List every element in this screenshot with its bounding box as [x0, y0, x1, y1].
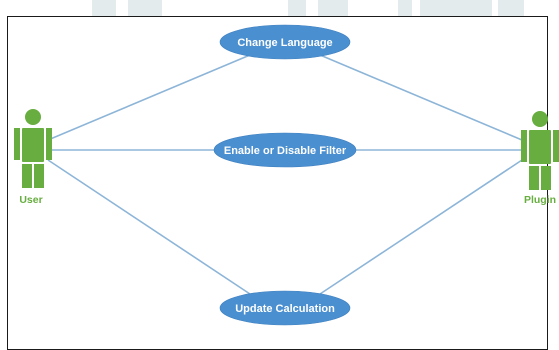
use-case-ellipse — [213, 132, 357, 168]
header-stripe — [318, 0, 348, 16]
use-case-label: Change Language — [237, 37, 332, 49]
header-stripes — [0, 0, 559, 16]
plugin-figure-icon — [521, 111, 559, 190]
header-stripe — [92, 0, 116, 16]
header-stripe — [420, 0, 492, 16]
association-plugin-update-calculation — [319, 159, 523, 295]
use-case-update-calculation[interactable]: Update Calculation — [219, 290, 351, 326]
association-user-update-calculation — [47, 159, 251, 295]
associations — [47, 54, 523, 295]
header-stripe — [288, 0, 306, 16]
actor-label: Plugin — [524, 194, 556, 206]
association-plugin-change-language — [319, 54, 523, 141]
association-user-change-language — [47, 54, 251, 141]
use-case-toggle-filter[interactable]: Enable or Disable Filter — [213, 132, 357, 168]
use-case-ellipse — [219, 290, 351, 326]
header-stripe — [398, 0, 412, 16]
header-stripe — [498, 0, 524, 16]
use-case-label: Enable or Disable Filter — [224, 145, 347, 157]
use-case-change-language[interactable]: Change Language — [219, 24, 351, 60]
use-case-label: Update Calculation — [235, 303, 335, 315]
actor-plugin[interactable]: Plugin — [521, 111, 559, 206]
user-figure-icon — [14, 109, 52, 188]
actor-user[interactable]: User — [14, 109, 52, 206]
header-stripe — [128, 0, 162, 16]
use-case-ellipse — [219, 24, 351, 60]
actor-label: User — [19, 194, 42, 206]
